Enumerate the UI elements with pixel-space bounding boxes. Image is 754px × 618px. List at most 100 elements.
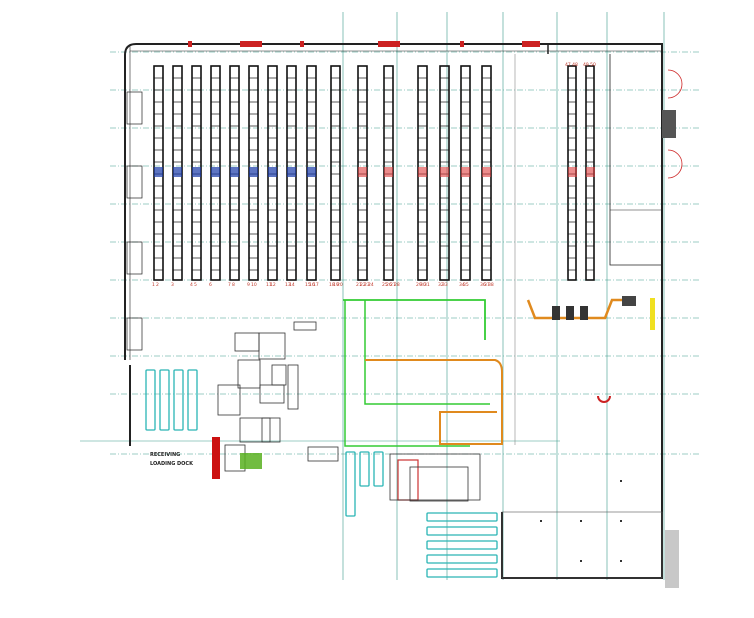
red-marker-6: [568, 167, 577, 177]
sorter-station-1: [566, 306, 574, 320]
blue-marker-0: [154, 167, 163, 177]
aisle-number: 27: [390, 282, 396, 288]
aisle-number: 32: [438, 282, 444, 288]
aisle-number: 23: [364, 282, 370, 288]
right-door-swing-1: [667, 149, 683, 179]
aisle-number: 16: [309, 282, 315, 288]
yellow-zone: [650, 298, 655, 330]
blue-marker-5: [249, 167, 258, 177]
office-room-4: [237, 359, 261, 389]
right-door-swing-0: [667, 69, 683, 99]
column-dot-2: [580, 520, 582, 522]
aisle-number: 24: [368, 282, 374, 288]
top-dock-door-0: [240, 41, 262, 47]
aisle-number: 26: [386, 282, 392, 288]
stairs: [622, 296, 636, 306]
sorter-station-2: [580, 306, 588, 320]
office-room-0: [234, 332, 260, 352]
green-zone: [240, 453, 262, 469]
office-room-12: [389, 453, 481, 501]
vertical-truck-2: [173, 369, 184, 431]
aisle-number: 8: [232, 282, 235, 288]
office-room-3: [259, 384, 285, 404]
aisle-number: 25: [382, 282, 388, 288]
receiving-dock-label: RECEIVING: [150, 452, 180, 458]
aisle-number: 18: [329, 282, 335, 288]
column-dot-1: [620, 520, 622, 522]
conveyor-right: [526, 298, 628, 320]
conveyor-top: [343, 299, 486, 340]
aisle-number: 2: [156, 282, 159, 288]
sorter-station-0: [552, 306, 560, 320]
left-office-0: [126, 91, 143, 125]
blue-marker-8: [307, 167, 316, 177]
left-office-2: [126, 241, 143, 275]
column-grid-lines: [80, 12, 700, 580]
office-room-13: [409, 466, 469, 502]
office-room-11: [307, 446, 339, 462]
blue-marker-3: [211, 167, 220, 177]
blue-marker-6: [268, 167, 277, 177]
rack-column-9: [330, 65, 341, 281]
aisle-number: 21: [356, 282, 362, 288]
aisle-number: 15: [305, 282, 311, 288]
conveyor-loop: [364, 300, 490, 405]
door-swing-red: [597, 395, 611, 403]
aisle-number: 19: [333, 282, 339, 288]
aisle-number: 20: [337, 282, 343, 288]
horizontal-truck-1: [426, 526, 498, 536]
aisle-number: 7: [228, 282, 231, 288]
right-aisle-label-b: 49 50: [583, 62, 596, 68]
receiving-door: [397, 459, 419, 501]
horizontal-truck-4: [426, 568, 498, 578]
aisle-number: 10: [251, 282, 257, 288]
aisle-number: 37: [484, 282, 490, 288]
top-dock-door-1: [378, 41, 400, 47]
red-marker-2: [418, 167, 427, 177]
aisle-number: 12: [270, 282, 276, 288]
gray-block: [665, 530, 679, 588]
conveyor-outer: [344, 300, 470, 447]
loading-dock-block: [212, 437, 220, 479]
right-structure: [609, 54, 662, 266]
blue-marker-2: [192, 167, 201, 177]
aisle-number: 36: [480, 282, 486, 288]
top-dock-door-5: [460, 41, 464, 47]
aisle-number: 28: [394, 282, 400, 288]
office-room-7: [261, 417, 281, 443]
office-room-2: [271, 364, 287, 386]
top-dock-door-3: [188, 41, 192, 47]
vertical-truck-0: [145, 369, 156, 431]
office-room-10: [293, 321, 317, 331]
aisle-number: 30: [420, 282, 426, 288]
aisle-number: 22: [360, 282, 366, 288]
red-marker-3: [440, 167, 449, 177]
blue-marker-1: [173, 167, 182, 177]
aisle-number: 14: [289, 282, 295, 288]
red-marker-7: [586, 167, 595, 177]
top-dock-door-4: [300, 41, 304, 47]
aisle-number: 11: [266, 282, 272, 288]
right-aisle-label-a: 47 48: [565, 62, 578, 68]
aisle-number: 38: [488, 282, 494, 288]
vertical-truck-1: [159, 369, 170, 431]
aisle-number: 1: [152, 282, 155, 288]
right-equipment: [662, 110, 676, 138]
column-dot-5: [580, 560, 582, 562]
top-dock-door-2: [522, 41, 540, 47]
rack-markers: [154, 167, 595, 177]
office-room-6: [239, 417, 271, 443]
red-marker-1: [384, 167, 393, 177]
building-walls: [124, 43, 683, 579]
aisle-number: 4: [190, 282, 193, 288]
horizontal-truck-2: [426, 540, 498, 550]
vertical-truck-6: [373, 451, 384, 487]
aisle-number: 6: [209, 282, 212, 288]
column-dot-0: [620, 480, 622, 482]
red-marker-4: [461, 167, 470, 177]
vertical-truck-3: [187, 369, 198, 431]
aisle-number: 31: [424, 282, 430, 288]
office-room-5: [217, 384, 241, 416]
column-dot-3: [540, 520, 542, 522]
aisle-number: 33: [442, 282, 448, 288]
